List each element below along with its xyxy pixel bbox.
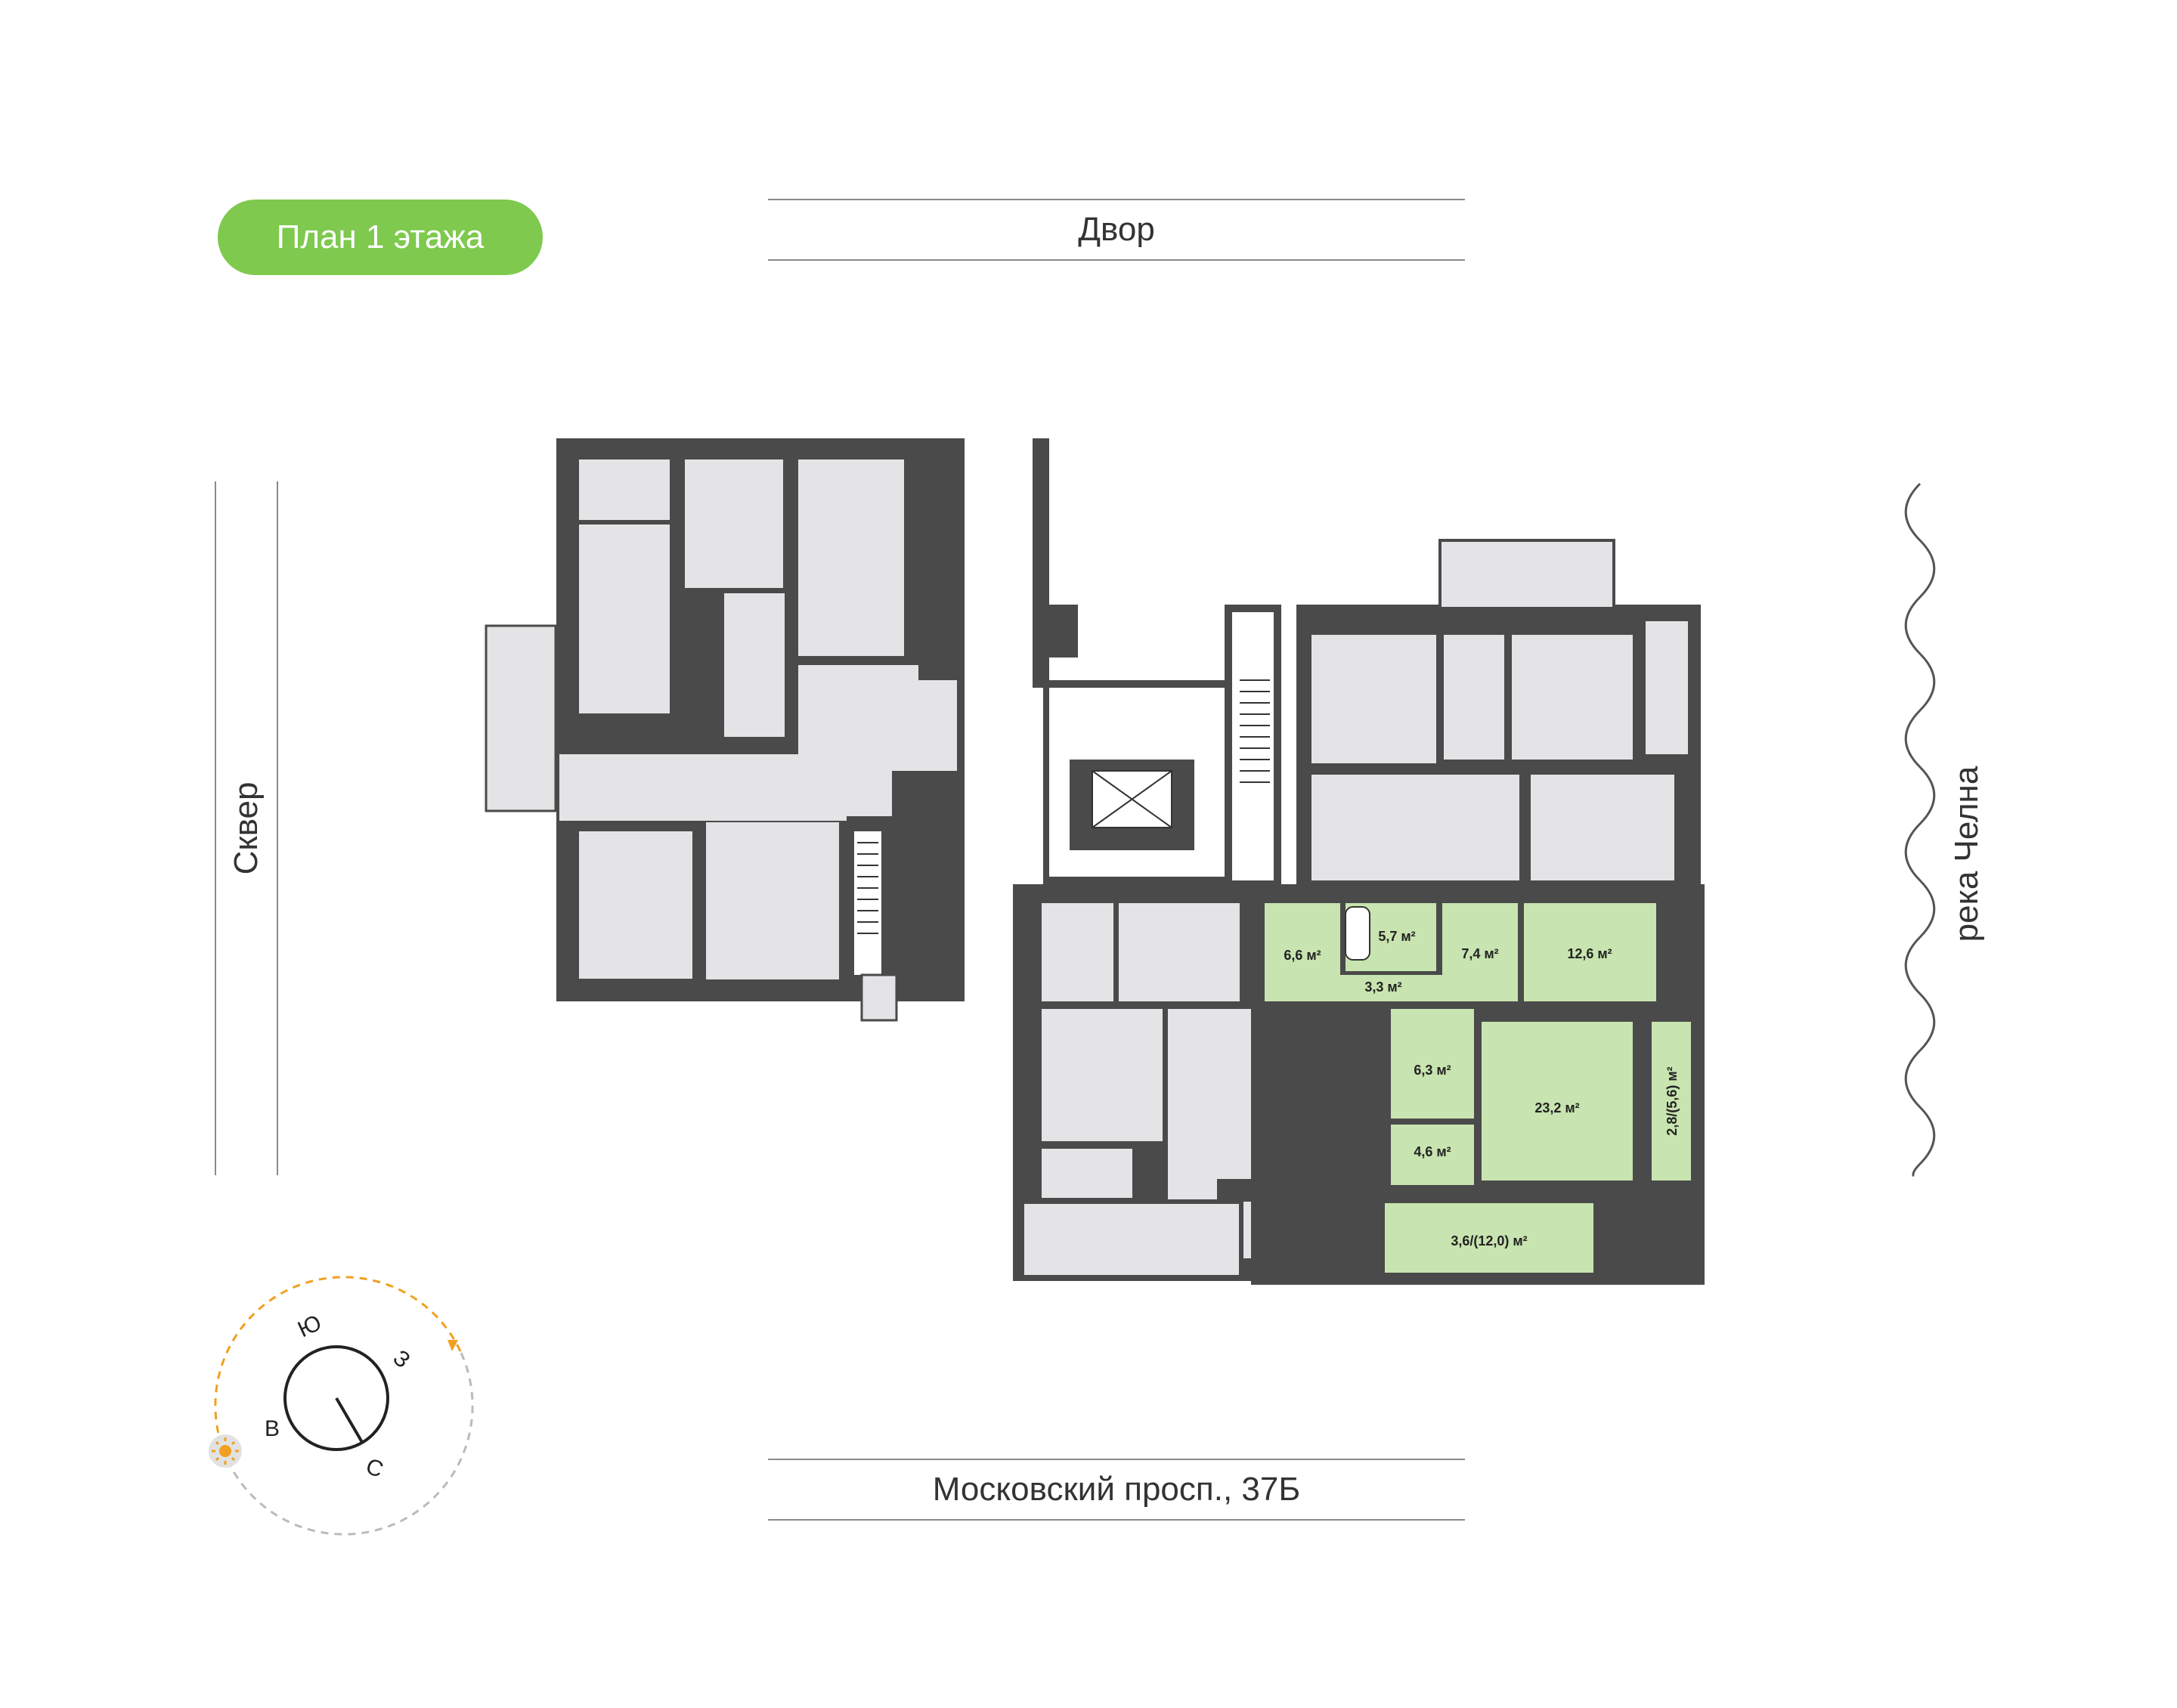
address-label: Московский просп., 37Б: [932, 1471, 1301, 1508]
highlighted-apartment[interactable]: [1251, 884, 1705, 1285]
stair-hatch-left: [857, 842, 878, 934]
area-2-8: 2,8/(5,6) м²: [1664, 1066, 1680, 1135]
area-23-2: 23,2 м²: [1534, 1100, 1579, 1115]
floor-plan-title: План 1 этажа: [218, 200, 543, 275]
area-12-6: 12,6 м²: [1567, 946, 1612, 961]
compass-west: З: [389, 1345, 415, 1373]
compass: Ю З В С: [209, 1276, 474, 1536]
area-3-6: 3,6/(12,0) м²: [1451, 1233, 1527, 1249]
direction-arrow-icon: [214, 1276, 463, 1459]
compass-east: В: [265, 1416, 280, 1441]
compass-south: Ю: [294, 1310, 325, 1343]
stair-hatch-right: [1240, 679, 1270, 783]
street-label-left: Сквер: [215, 481, 278, 1175]
area-4-6: 4,6 м²: [1414, 1144, 1451, 1159]
river-wave: [1904, 482, 1936, 1177]
area-7-4: 7,4 м²: [1461, 946, 1498, 961]
left-section: [485, 438, 965, 1022]
street-label-bottom: Московский просп., 37Б: [768, 1459, 1465, 1521]
courtyard-label: Двор: [1078, 211, 1155, 248]
compass-north: С: [363, 1454, 387, 1483]
lower-middle-section: [1013, 884, 1380, 1281]
right-section: [1225, 539, 1701, 892]
area-6-6: 6,6 м²: [1284, 948, 1321, 963]
street-label-top: Двор: [768, 199, 1465, 261]
central-lobby: [918, 438, 1251, 1001]
area-3-3: 3,3 м²: [1364, 979, 1401, 995]
area-6-3: 6,3 м²: [1414, 1063, 1451, 1078]
sun-icon: [209, 1434, 242, 1468]
area-5-7: 5,7 м²: [1378, 929, 1415, 944]
